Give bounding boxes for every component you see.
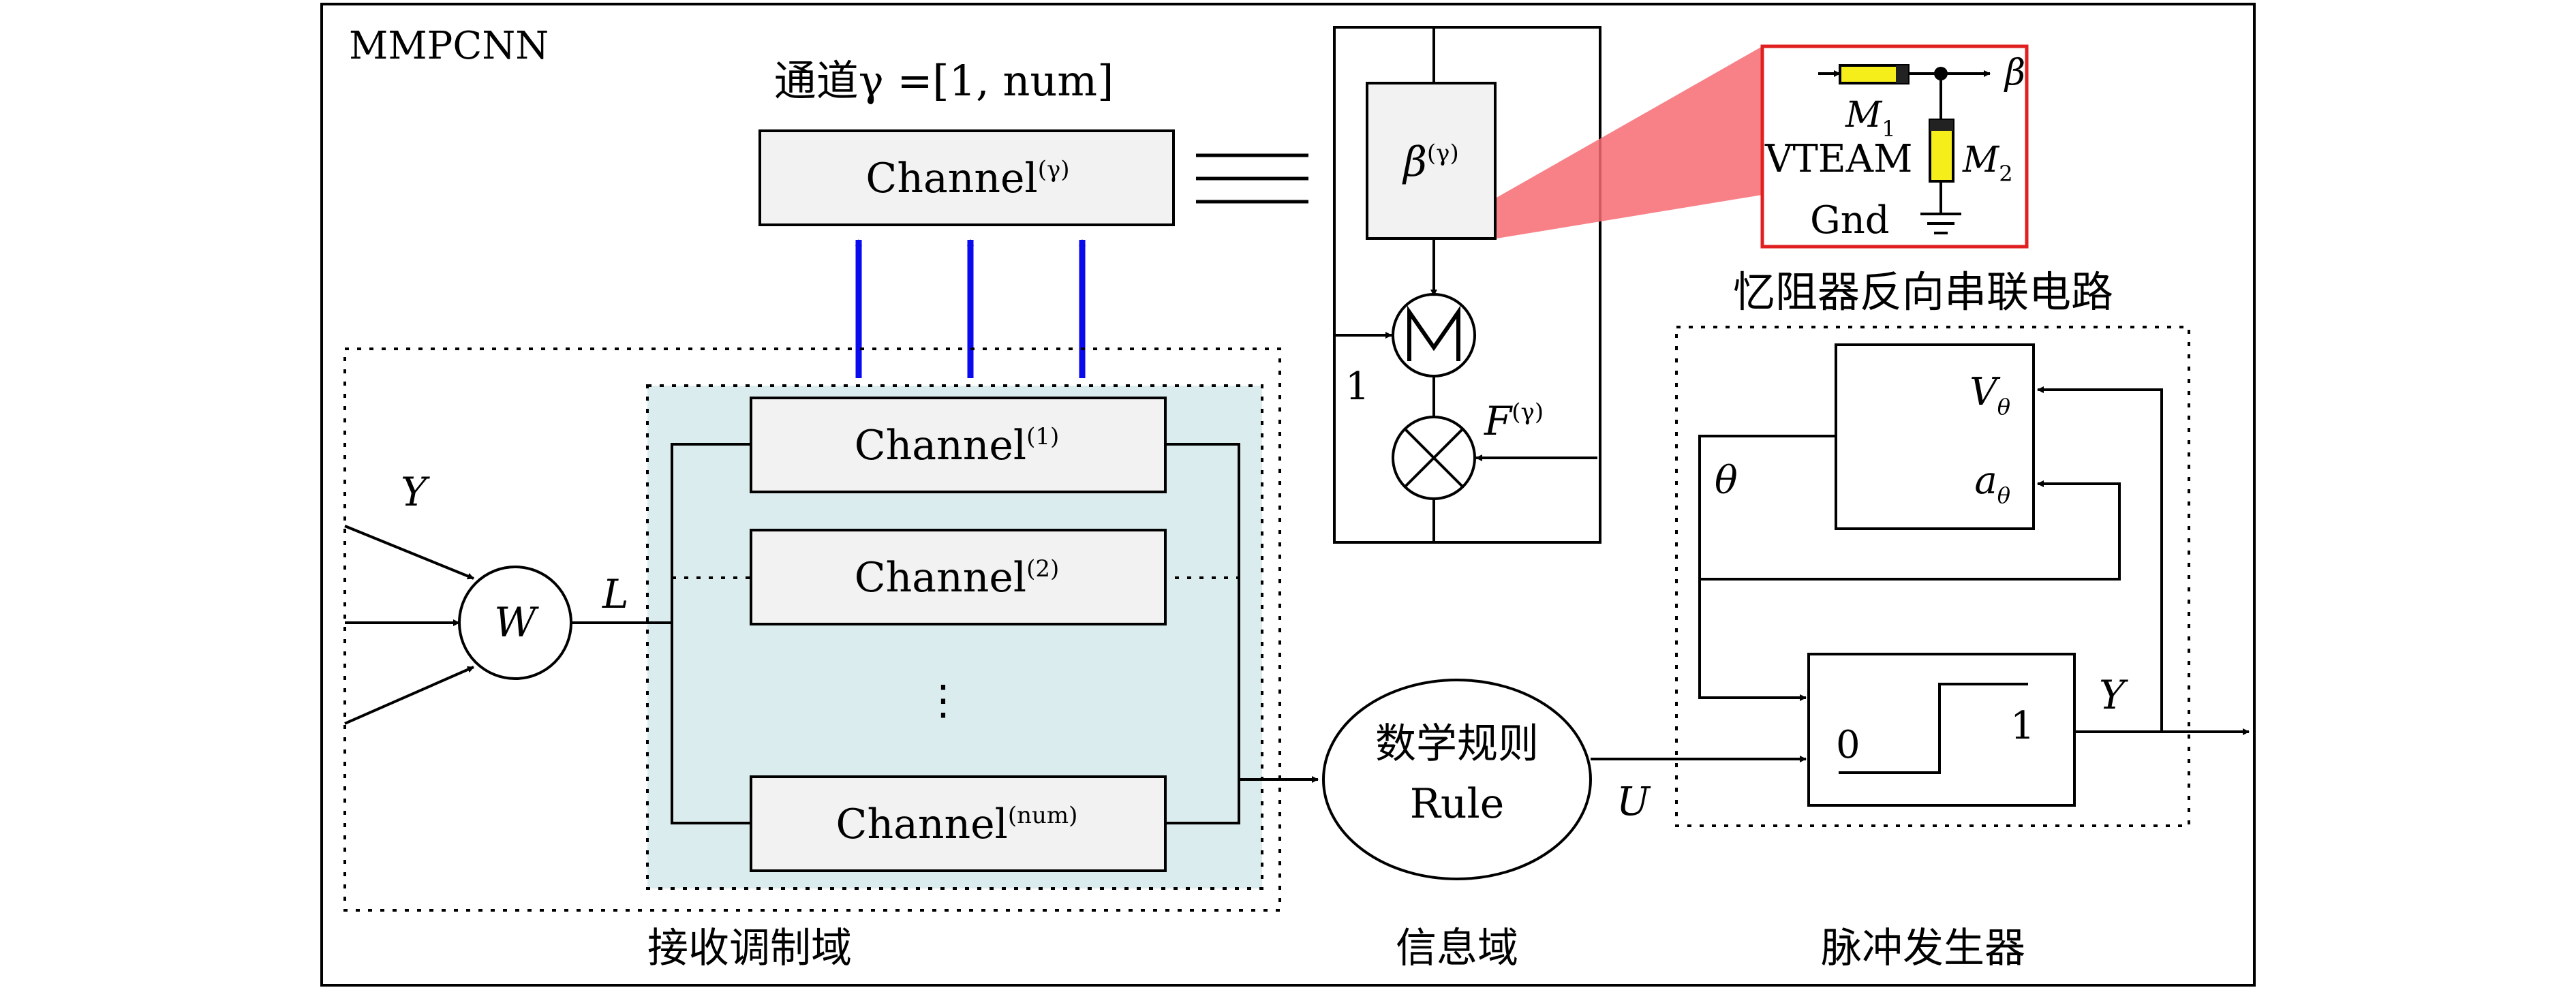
channel-range-label: 通道γ =[1, num]	[774, 56, 1114, 106]
channel-num-label: Channel(num)	[836, 801, 1078, 848]
channel-num-box	[750, 775, 1167, 872]
m-operator-icon	[1407, 305, 1460, 361]
m-operator-node	[1392, 293, 1476, 377]
equivalence-sign	[1196, 153, 1308, 204]
beta-box	[1366, 82, 1497, 240]
input-one-label: 1	[1345, 365, 1370, 409]
receive-domain-border	[343, 347, 1281, 912]
multiply-icon	[1404, 428, 1464, 488]
step-high-label: 1	[2010, 704, 2035, 748]
ground-icon	[1920, 213, 1961, 234]
theta-label: θ	[1715, 459, 1738, 503]
step-block	[1807, 653, 2076, 807]
rule-line-1: 数学规则	[1375, 720, 1539, 768]
memristor-model-label: VTEAM	[1764, 137, 1912, 181]
feedback-label: F(γ)	[1484, 398, 1544, 444]
outer-frame	[320, 3, 2256, 987]
channel-gamma-box	[758, 129, 1175, 226]
memristor-m2-label: M2	[1962, 140, 2013, 187]
channel-1-box	[750, 397, 1167, 493]
output-y-label: Y	[2099, 672, 2128, 718]
channel-gamma-label: Channel(γ)	[865, 155, 1069, 202]
receive-domain-label: 接收调制域	[647, 925, 852, 972]
pulse-domain-label: 脉冲发生器	[1821, 925, 2025, 972]
channel-up-arrows	[855, 239, 1086, 378]
info-domain-label: 信息域	[1396, 925, 1518, 972]
channel-2-label: Channel(2)	[855, 554, 1059, 602]
channel-bus	[671, 443, 1319, 824]
zoom-beam	[1497, 46, 1762, 238]
frame-title: MMPCNN	[349, 24, 549, 68]
memristor-circuit: β M1 VTEAM M2 Gnd	[1764, 52, 2025, 243]
pulse-wiring	[1698, 386, 2250, 735]
rule-node	[1322, 679, 1592, 880]
channel-2-box	[750, 529, 1167, 625]
circuit-label: 忆阻器反向串联电路	[1733, 267, 2113, 317]
channel-ellipsis: ⋮	[923, 677, 964, 724]
rule-line-2: Rule	[1410, 780, 1505, 828]
ground-label: Gnd	[1810, 198, 1890, 243]
input-y-label: Y	[401, 469, 430, 515]
step-low-label: 0	[1836, 723, 1860, 767]
weight-label: W	[494, 599, 539, 647]
output-u-label: U	[1616, 778, 1651, 824]
a-theta-label: aθ	[1974, 459, 2010, 508]
memristor-m1-label: M1	[1845, 95, 1896, 142]
memristor-output-label: β	[2004, 52, 2025, 93]
beta-label: β(γ)	[1402, 138, 1459, 186]
memristor-block	[1835, 343, 2035, 530]
pulse-domain-border	[1675, 326, 2190, 827]
channel-1-label: Channel(1)	[855, 422, 1059, 469]
link-l-label: L	[602, 571, 629, 617]
v-theta-label: Vθ	[1969, 370, 2010, 420]
neuron-detail-box	[1333, 26, 1601, 544]
step-function-icon	[1839, 683, 2028, 774]
